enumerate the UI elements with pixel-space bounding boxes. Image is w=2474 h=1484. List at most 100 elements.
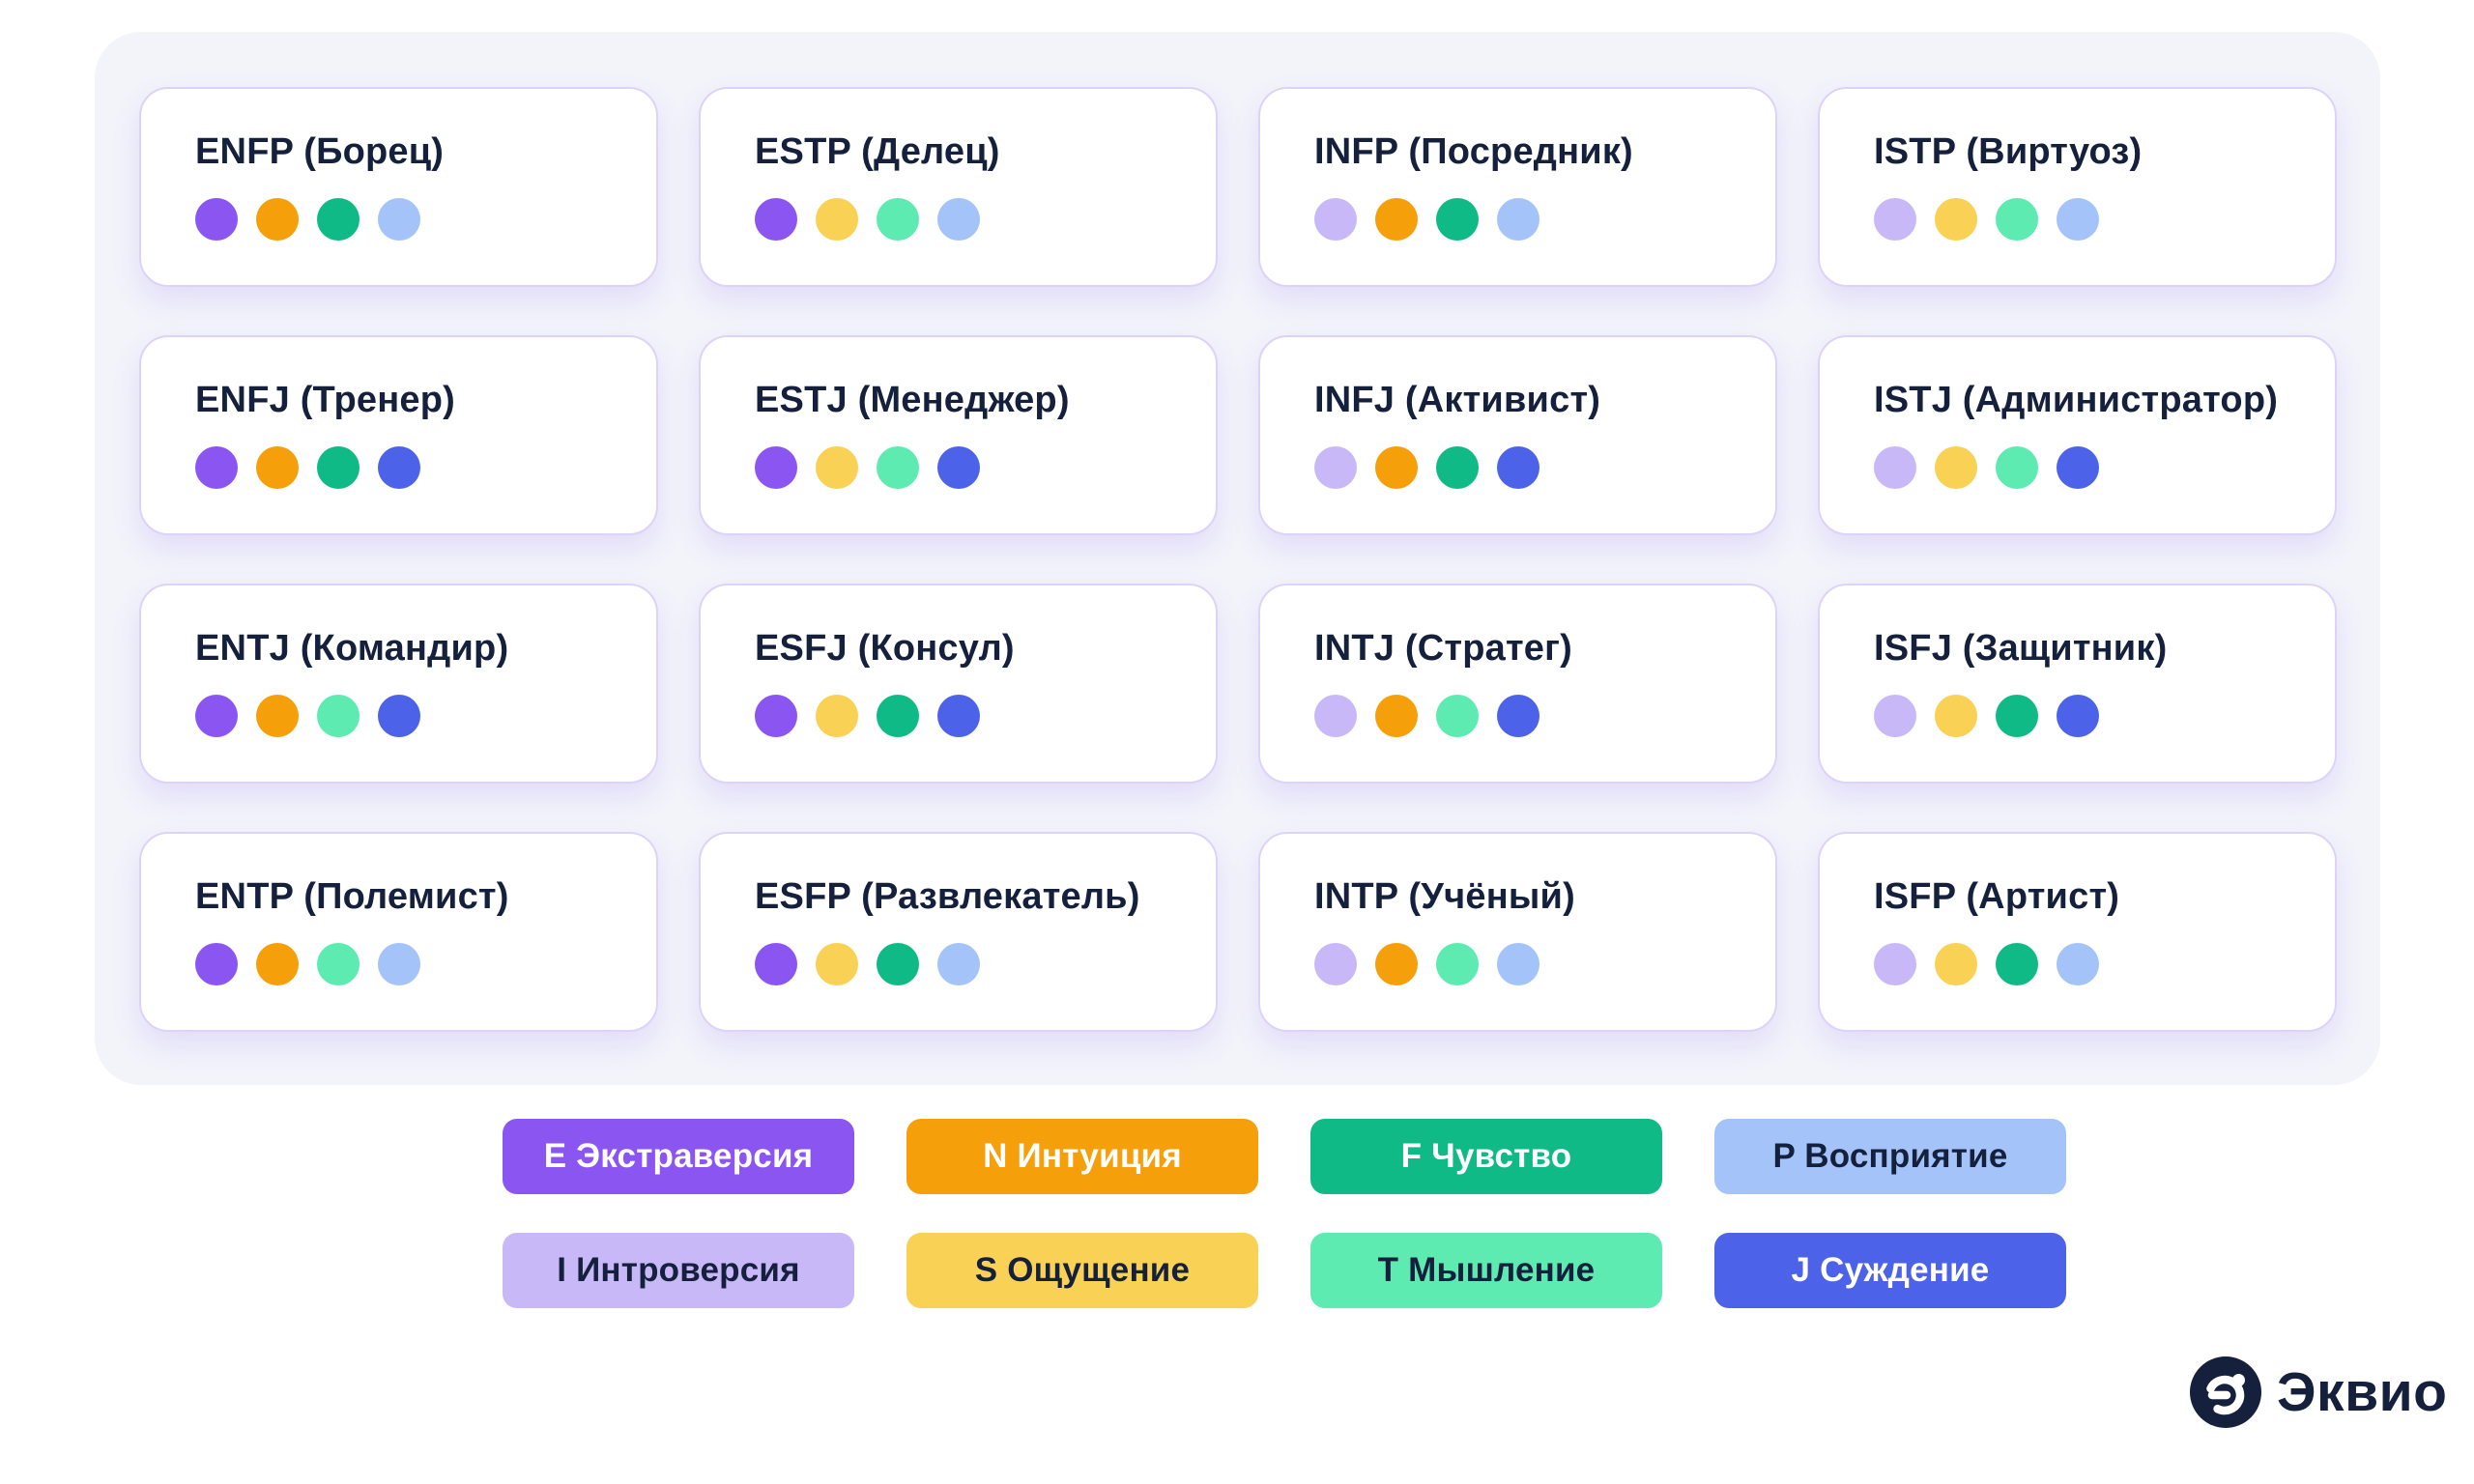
trait-dot-i: [1874, 695, 1916, 737]
trait-dot-f: [877, 943, 919, 985]
trait-dot-e: [755, 695, 797, 737]
legend-badge-s: S Ощущение: [906, 1233, 1258, 1308]
trait-dots: [755, 446, 1196, 489]
type-card: ESFJ (Консул): [699, 584, 1218, 784]
trait-dot-n: [256, 198, 299, 241]
trait-dots: [195, 943, 637, 985]
trait-dot-n: [256, 695, 299, 737]
trait-dot-i: [1314, 198, 1357, 241]
type-card: ISFP (Артист): [1818, 832, 2337, 1032]
trait-dot-i: [1874, 198, 1916, 241]
trait-dot-t: [1436, 695, 1479, 737]
trait-dot-s: [816, 198, 858, 241]
type-card: ESFP (Развлекатель): [699, 832, 1218, 1032]
trait-dot-s: [1935, 198, 1977, 241]
type-card-title: ESTJ (Менеджер): [755, 380, 1070, 420]
trait-dot-n: [1375, 198, 1418, 241]
trait-dot-j: [1497, 446, 1539, 489]
trait-dots: [1874, 943, 2316, 985]
type-card-title: ISFP (Артист): [1874, 876, 2120, 917]
trait-dots: [755, 943, 1196, 985]
trait-dot-f: [1436, 198, 1479, 241]
equeo-logo-icon: [2190, 1356, 2261, 1428]
trait-dot-j: [1497, 695, 1539, 737]
type-card-title: INFJ (Активист): [1314, 380, 1601, 420]
trait-dots: [195, 695, 637, 737]
trait-dots: [755, 695, 1196, 737]
brand-name: Эквио: [2277, 1361, 2448, 1423]
trait-dot-e: [755, 943, 797, 985]
type-card: ENTP (Полемист): [139, 832, 658, 1032]
type-card: ISTJ (Администратор): [1818, 335, 2337, 535]
legend-badge-i: I Интроверсия: [503, 1233, 854, 1308]
trait-dot-j: [2057, 446, 2099, 489]
type-card-title: INFP (Посредник): [1314, 131, 1633, 172]
cards-grid: ENFP (Борец)ESTP (Делец)INFP (Посредник)…: [95, 32, 2380, 1032]
trait-dot-j: [937, 446, 980, 489]
trait-dot-s: [1935, 695, 1977, 737]
type-card: ENFP (Борец): [139, 87, 658, 287]
type-card-title: INTP (Учёный): [1314, 876, 1575, 917]
trait-dot-i: [1874, 943, 1916, 985]
type-card-title: ISTJ (Администратор): [1874, 380, 2279, 420]
type-card-title: ESFP (Развлекатель): [755, 876, 1140, 917]
trait-dot-j: [2057, 695, 2099, 737]
trait-dot-e: [195, 943, 238, 985]
type-card: INTJ (Стратег): [1258, 584, 1777, 784]
trait-dot-t: [317, 695, 360, 737]
legend-badge-n: N Интуиция: [906, 1119, 1258, 1194]
type-card-title: ISTP (Виртуоз): [1874, 131, 2143, 172]
trait-dot-s: [816, 446, 858, 489]
trait-dot-s: [816, 695, 858, 737]
type-card: INFJ (Активист): [1258, 335, 1777, 535]
type-card-title: INTJ (Стратег): [1314, 628, 1572, 669]
trait-dot-e: [755, 198, 797, 241]
trait-dot-p: [2057, 943, 2099, 985]
trait-dot-s: [816, 943, 858, 985]
trait-dot-p: [378, 943, 420, 985]
type-card: INTP (Учёный): [1258, 832, 1777, 1032]
trait-dot-p: [937, 943, 980, 985]
type-card: ISTP (Виртуоз): [1818, 87, 2337, 287]
type-card-title: ENFJ (Тренер): [195, 380, 456, 420]
trait-dot-e: [195, 695, 238, 737]
type-card-title: ISFJ (Защитник): [1874, 628, 2168, 669]
trait-dots: [1874, 446, 2316, 489]
trait-dots: [1314, 198, 1756, 241]
trait-dots: [755, 198, 1196, 241]
trait-dot-i: [1314, 446, 1357, 489]
trait-dots: [1314, 446, 1756, 489]
trait-dot-j: [937, 695, 980, 737]
trait-dots: [1314, 695, 1756, 737]
trait-dot-f: [1996, 695, 2038, 737]
trait-dot-t: [877, 446, 919, 489]
trait-dot-i: [1314, 943, 1357, 985]
trait-dot-p: [378, 198, 420, 241]
trait-dot-t: [1436, 943, 1479, 985]
type-card-title: ENTP (Полемист): [195, 876, 509, 917]
trait-dot-p: [937, 198, 980, 241]
trait-dot-f: [1436, 446, 1479, 489]
type-card: ISFJ (Защитник): [1818, 584, 2337, 784]
trait-dot-j: [378, 446, 420, 489]
legend-badge-j: J Суждение: [1714, 1233, 2066, 1308]
trait-dots: [195, 198, 637, 241]
trait-dot-t: [1996, 198, 2038, 241]
trait-dot-f: [877, 695, 919, 737]
legend-badge-e: E Экстраверсия: [503, 1119, 854, 1194]
brand-logo: Эквио: [2190, 1356, 2447, 1428]
trait-dot-p: [2057, 198, 2099, 241]
trait-dot-n: [256, 943, 299, 985]
type-card-title: ESFJ (Консул): [755, 628, 1015, 669]
trait-dot-e: [195, 198, 238, 241]
trait-dot-n: [1375, 446, 1418, 489]
legend-badge-p: P Восприятие: [1714, 1119, 2066, 1194]
trait-dot-p: [1497, 943, 1539, 985]
mbti-board: ENFP (Борец)ESTP (Делец)INFP (Посредник)…: [95, 32, 2380, 1085]
trait-dot-e: [755, 446, 797, 489]
trait-dots: [1874, 198, 2316, 241]
trait-dot-i: [1874, 446, 1916, 489]
trait-dot-j: [378, 695, 420, 737]
